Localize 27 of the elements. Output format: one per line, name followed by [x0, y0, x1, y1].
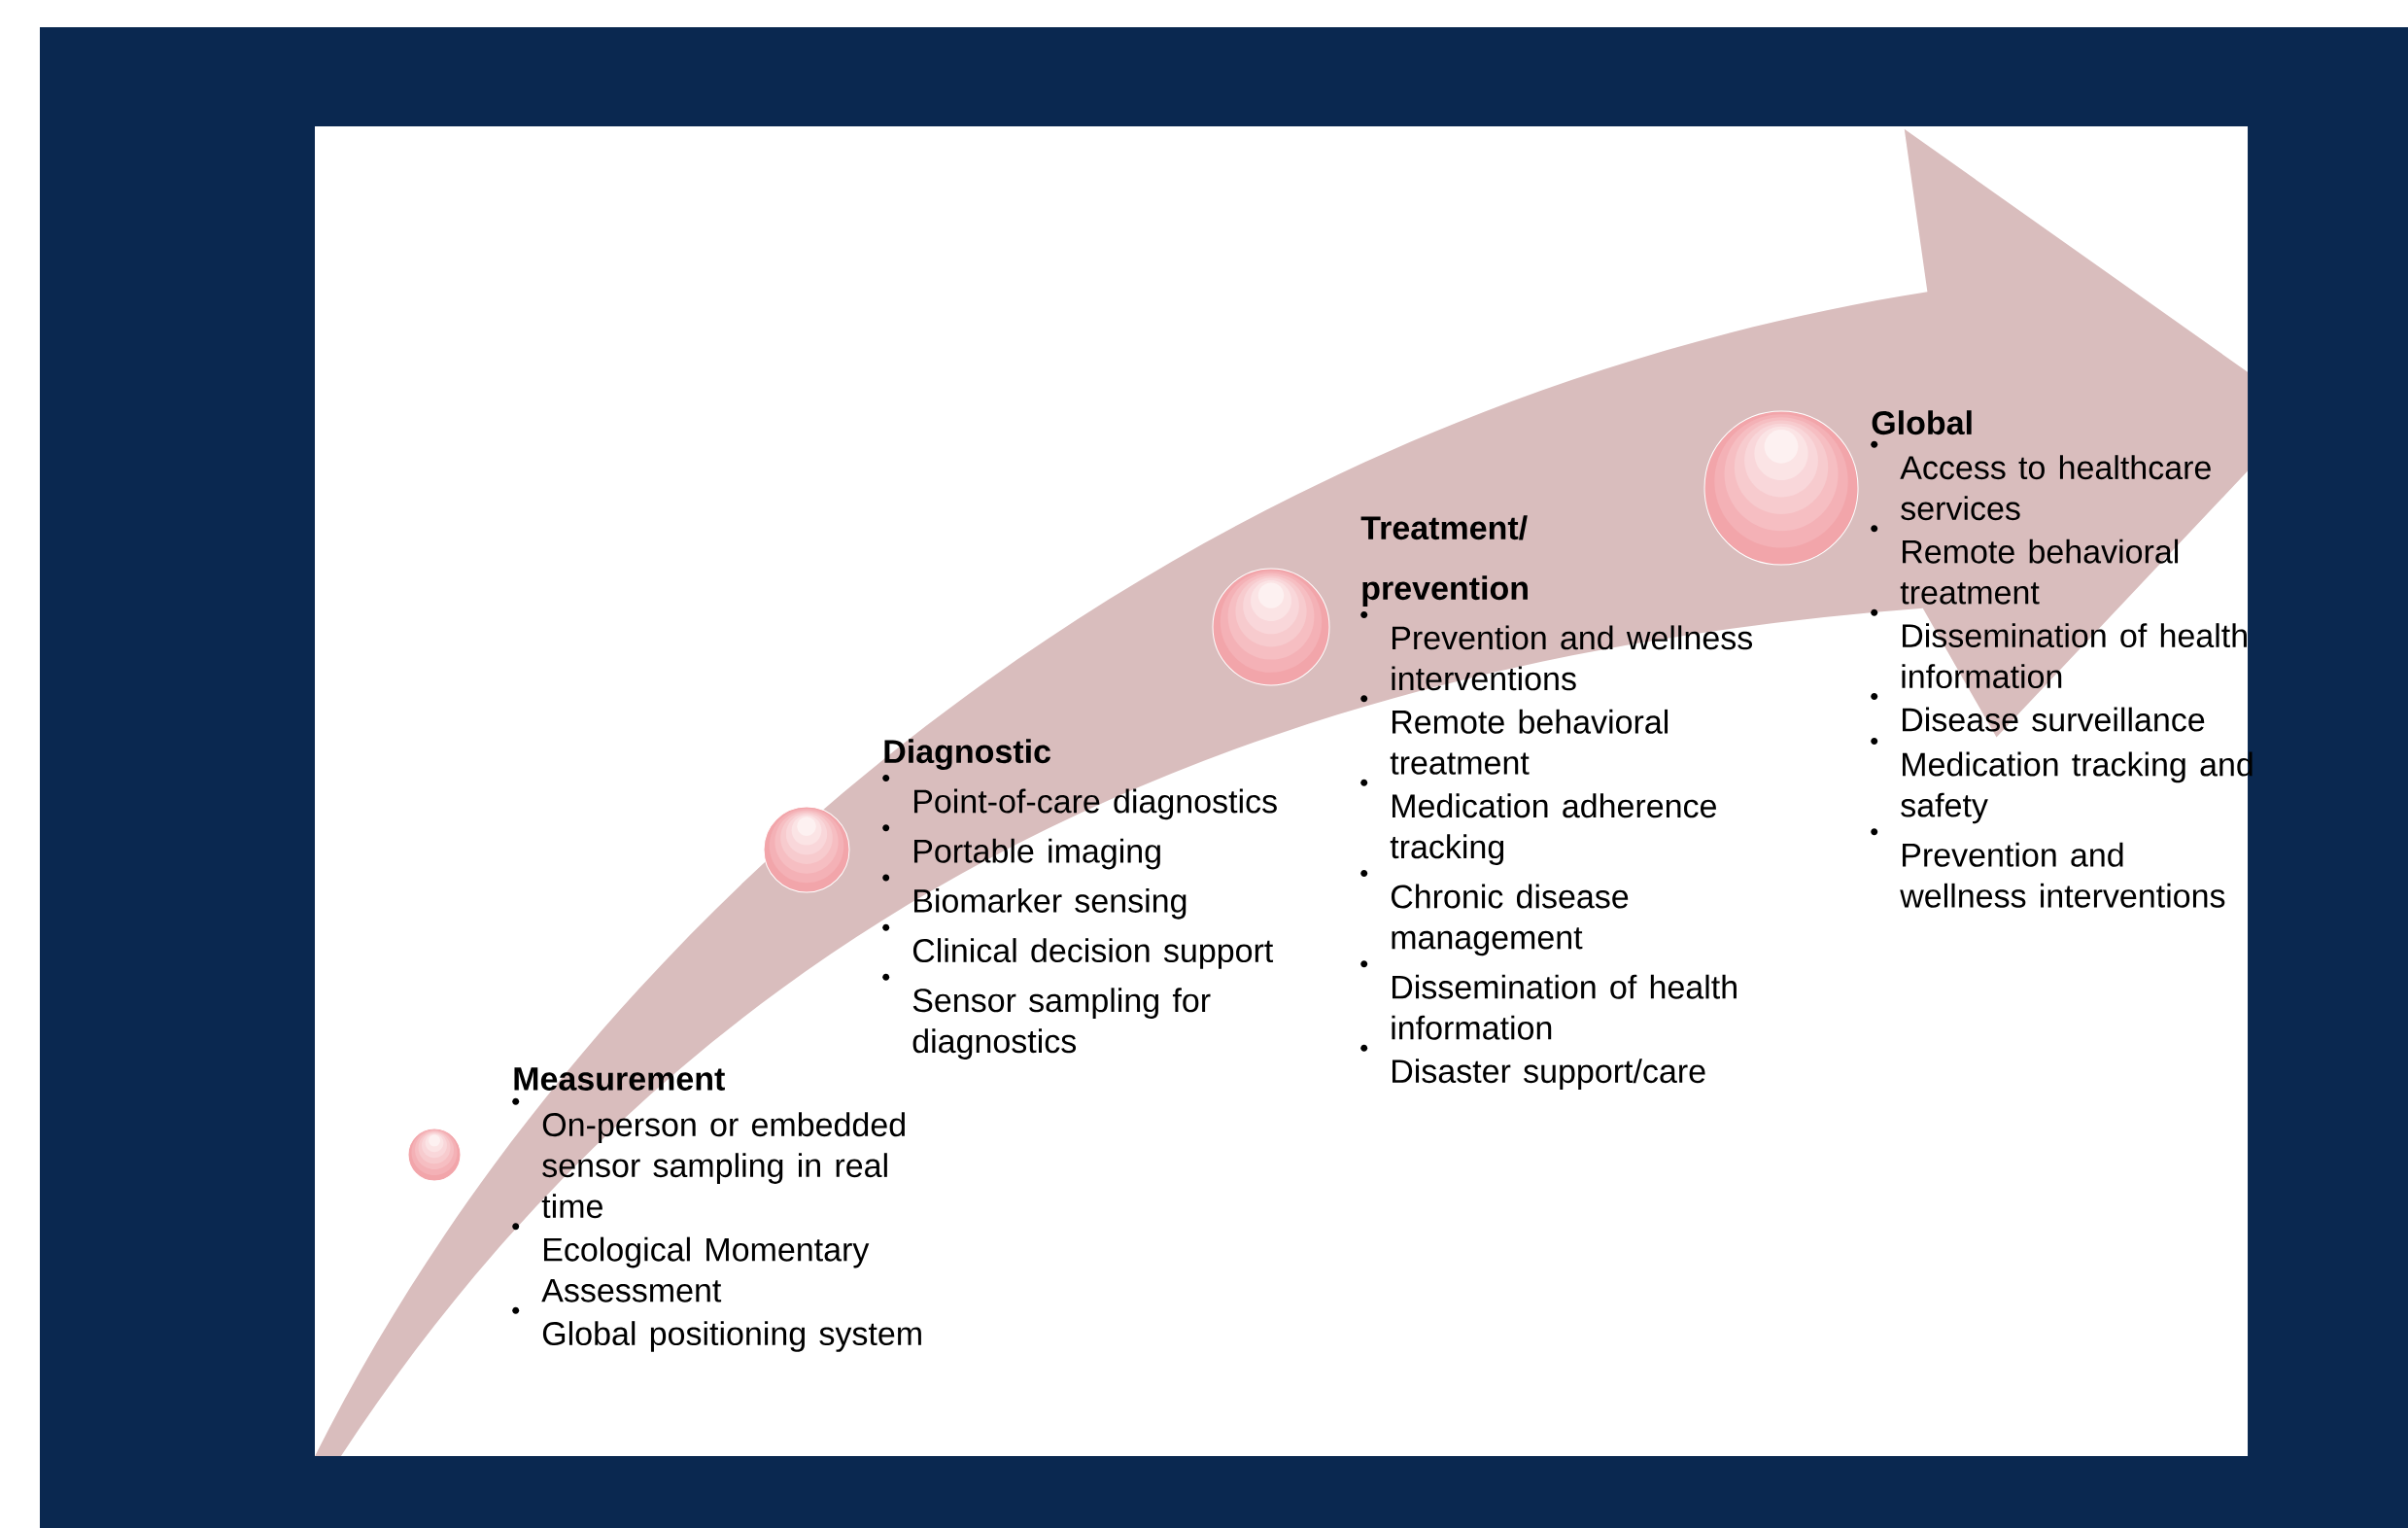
bullet-item: On-person or embedded sensor sampling in real time — [541, 1112, 905, 1219]
bullet-item: Chronic disease management — [1391, 884, 1629, 956]
bullet-item: Sensor sampling for diagnostics — [912, 988, 1211, 1059]
stage-heading: Treatment/ prevention — [1360, 515, 1528, 607]
bullet-item: Medication adherence tracking — [1390, 793, 1716, 866]
bullet-item: Dissemination of health information — [1902, 623, 2247, 689]
bullet-item: Dissemination of health information — [1392, 974, 1737, 1040]
bullet-item: Remote behavioral treatment — [1900, 538, 2179, 605]
bullet-item: Global positioning system — [542, 1321, 921, 1352]
bullet-item: Clinical decision support — [912, 938, 1274, 969]
bullet-item: Disaster support/care — [1393, 1059, 1705, 1090]
stage-heading: Measurement — [514, 1067, 725, 1091]
stage-circle — [407, 1128, 462, 1182]
stage-heading: Global — [1872, 410, 1972, 435]
bullet-item: Ecological Momentary Assessment — [541, 1236, 870, 1302]
bullet-item: Portable imaging — [914, 838, 1160, 870]
stage-circle — [1703, 410, 1859, 566]
bullet-item: Access to healthcare services — [1900, 455, 2211, 521]
bullet-item: Prevention and wellness interventions — [1900, 842, 2225, 908]
bullet-item: Remote behavioral treatment — [1390, 709, 1668, 775]
bullet-item: Point-of-care diagnostics — [914, 788, 1277, 820]
stage-heading: Diagnostic — [884, 739, 1051, 771]
bullet-item: Prevention and wellness interventions — [1392, 625, 1753, 691]
bullet-item: Biomarker sensing — [914, 887, 1187, 920]
stage-circle — [763, 806, 850, 893]
stage-circle — [1212, 568, 1330, 686]
bullet-item: Disease surveillance — [1903, 707, 2205, 732]
